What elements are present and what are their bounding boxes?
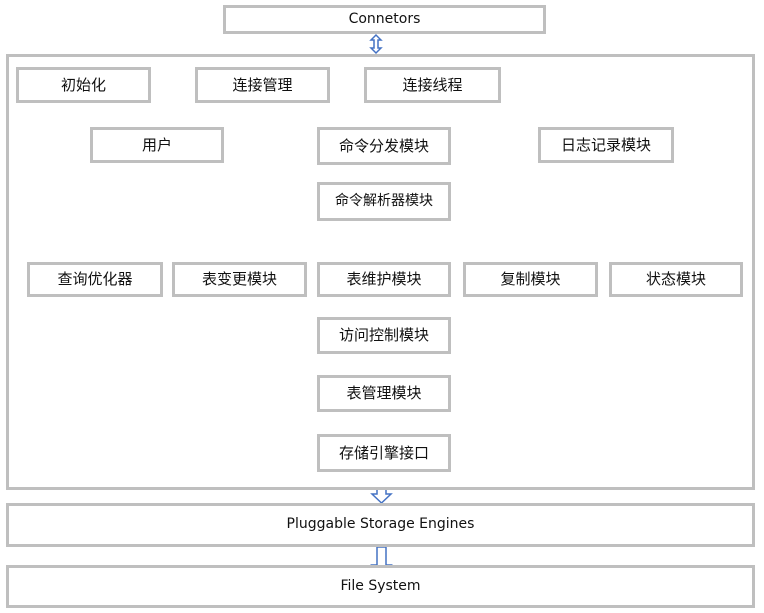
table-change-label: 表变更模块 [201,270,277,289]
user-label: 用户 [141,135,172,154]
pluggable-storage-engines-label: Pluggable Storage Engines [286,516,475,533]
connection-thread-label: 连接线程 [402,75,463,94]
command-parser-label: 命令解析器模块 [335,193,433,210]
table-maintenance-box: 表维护模块 [317,262,451,297]
logging-box: 日志记录模块 [538,127,674,163]
connectors-label: Connetors [348,10,421,27]
file-system-box: File System [6,565,755,608]
query-optimizer-label: 查询优化器 [57,270,133,289]
connection-management-box: 连接管理 [195,67,330,103]
command-dispatch-box: 命令分发模块 [317,127,451,165]
query-optimizer-box: 查询优化器 [27,262,163,297]
status-label: 状态模块 [645,270,706,289]
connection-management-label: 连接管理 [232,75,293,94]
connectors-server-double-arrow [369,33,383,55]
table-management-label: 表管理模块 [346,384,422,403]
table-change-box: 表变更模块 [172,262,307,297]
logging-label: 日志记录模块 [560,135,651,154]
connectors-box: Connetors [223,5,546,34]
user-box: 用户 [90,127,224,163]
pluggable-storage-engines-box: Pluggable Storage Engines [6,503,755,547]
storage-engine-interface-label: 存储引擎接口 [338,443,429,462]
command-dispatch-label: 命令分发模块 [338,136,429,155]
connection-thread-box: 连接线程 [364,67,501,103]
file-system-label: File System [340,577,421,594]
replication-box: 复制模块 [463,262,598,297]
init-box: 初始化 [16,67,151,103]
storage-engine-interface-box: 存储引擎接口 [317,434,451,472]
status-box: 状态模块 [609,262,743,297]
table-management-box: 表管理模块 [317,375,451,412]
access-control-box: 访问控制模块 [317,317,451,354]
replication-label: 复制模块 [500,270,561,289]
access-control-label: 访问控制模块 [338,326,429,345]
table-maintenance-label: 表维护模块 [346,270,422,289]
command-parser-box: 命令解析器模块 [317,182,451,221]
init-label: 初始化 [60,75,106,94]
